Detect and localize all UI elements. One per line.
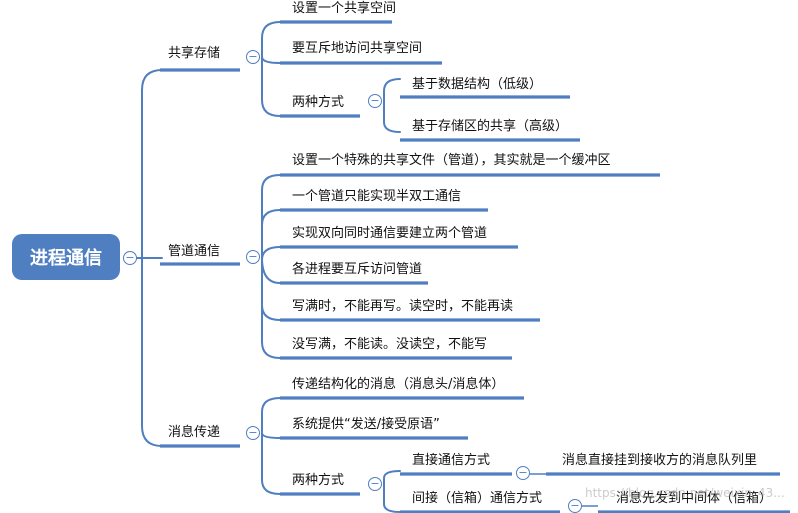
pipe-item-2[interactable]: 一个管道只能实现半双工通信 xyxy=(292,189,462,204)
direct-collapse-icon[interactable]: − xyxy=(516,466,530,480)
shared-storage-item-1[interactable]: 设置一个共享空间 xyxy=(292,1,397,16)
pipe-item-5[interactable]: 写满时，不能再写。读空时，不能再读 xyxy=(292,299,514,314)
shared-two-ways-item-2[interactable]: 基于存储区的共享（高级） xyxy=(412,119,569,134)
pipe-collapse-icon[interactable]: − xyxy=(246,250,260,264)
root-node[interactable]: 进程通信 xyxy=(12,234,120,280)
indirect-communication[interactable]: 间接（信箱）通信方式 xyxy=(412,491,543,506)
indirect-communication-desc[interactable]: 消息先发到中间体（信箱） xyxy=(616,491,773,506)
shared-storage-collapse-icon[interactable]: − xyxy=(246,50,260,64)
pipe-item-4[interactable]: 各进程要互斥访问管道 xyxy=(292,262,423,277)
shared-two-ways-item-1[interactable]: 基于数据结构（低级） xyxy=(412,77,543,92)
direct-communication[interactable]: 直接通信方式 xyxy=(412,453,491,468)
direct-communication-desc[interactable]: 消息直接挂到接收方的消息队列里 xyxy=(562,453,758,468)
root-label: 进程通信 xyxy=(30,248,102,269)
message-item-1[interactable]: 传递结构化的消息（消息头/消息体） xyxy=(292,377,505,392)
watermark: https://blog.csdn.net/weixin_43... xyxy=(585,486,785,500)
pipe-item-6[interactable]: 没写满，不能读。没读空，不能写 xyxy=(292,337,488,352)
node-pipe[interactable]: 管道通信 xyxy=(168,244,221,259)
message-item-2[interactable]: 系统提供“发送/接受原语” xyxy=(292,417,440,432)
message-two-ways[interactable]: 两种方式 xyxy=(292,473,345,488)
pipe-item-1[interactable]: 设置一个特殊的共享文件（管道），其实就是一个缓冲区 xyxy=(292,153,611,168)
pipe-item-3[interactable]: 实现双向同时通信要建立两个管道 xyxy=(292,226,488,241)
message-two-ways-collapse-icon[interactable]: − xyxy=(368,477,382,491)
node-message[interactable]: 消息传递 xyxy=(168,425,221,440)
root-collapse-icon[interactable]: − xyxy=(123,251,137,265)
shared-two-ways-collapse-icon[interactable]: − xyxy=(368,94,382,108)
shared-storage-item-2[interactable]: 要互斥地访问共享空间 xyxy=(292,41,423,56)
indirect-collapse-icon[interactable]: − xyxy=(568,499,582,513)
shared-storage-two-ways[interactable]: 两种方式 xyxy=(292,95,345,110)
node-shared-storage[interactable]: 共享存储 xyxy=(168,46,221,61)
message-collapse-icon[interactable]: − xyxy=(246,426,260,440)
